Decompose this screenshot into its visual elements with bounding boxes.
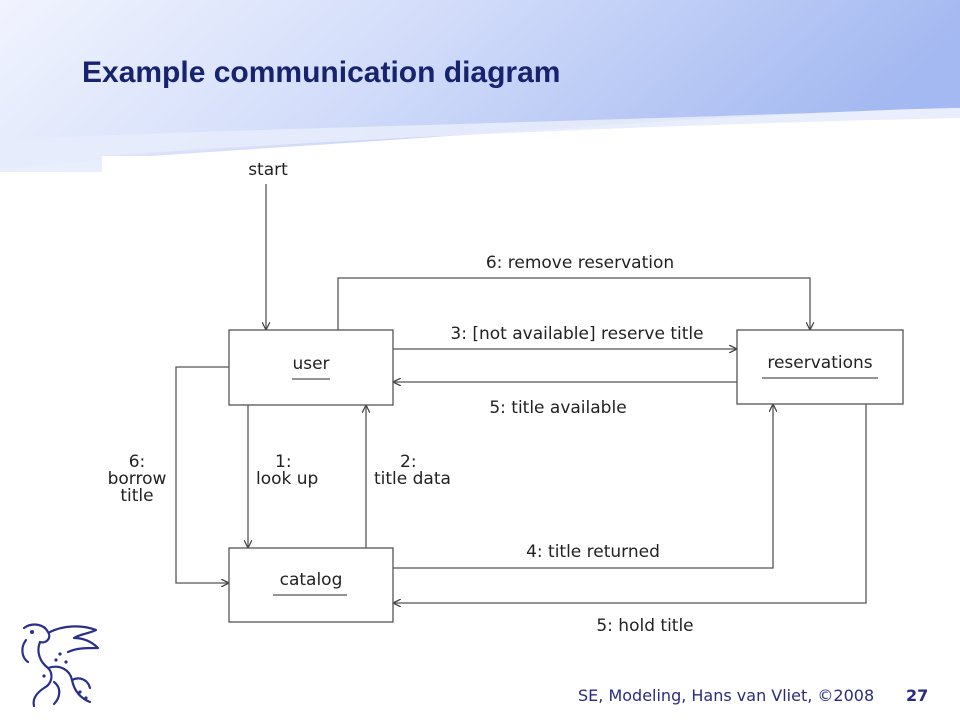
- borrow-title-label-line2: borrow: [108, 469, 167, 489]
- remove-reservation-label: 6: remove reservation: [486, 253, 674, 273]
- title-returned-arrow: [393, 404, 773, 569]
- hold-title-arrow: [393, 404, 867, 603]
- borrow-title-label-line3: title: [120, 486, 153, 506]
- title-returned-label: 4: title returned: [526, 542, 660, 562]
- remove-reservation-arrow: [337, 277, 810, 330]
- reserve-title-label: 3: [not available] reserve title: [450, 324, 703, 344]
- catalog-object-name: catalog: [280, 570, 343, 590]
- title-available-label: 5: title available: [489, 398, 626, 418]
- slide-title: Example communication diagram: [82, 56, 561, 89]
- borrow-title-label-line1: 6:: [129, 452, 146, 472]
- look-up-label-line1: 1:: [275, 452, 292, 472]
- user-object-box: [228, 329, 394, 406]
- reservations-object-box: [736, 329, 904, 405]
- start-label: start: [248, 160, 288, 180]
- title-data-label-line1: 2:: [400, 452, 417, 472]
- griffin-logo-icon: [21, 623, 100, 708]
- catalog-object-box: [228, 547, 394, 623]
- reservations-object-name: reservations: [767, 353, 872, 373]
- borrow-title-arrow: [175, 366, 229, 583]
- user-object-name: user: [292, 354, 329, 374]
- hold-title-label: 5: hold title: [596, 616, 693, 636]
- slide-footer: SE, Modeling, Hans van Vliet, ©2008: [578, 686, 875, 705]
- look-up-label-line2: look up: [256, 469, 318, 489]
- page-number: 27: [906, 686, 929, 705]
- title-data-label-line2: title data: [374, 469, 451, 489]
